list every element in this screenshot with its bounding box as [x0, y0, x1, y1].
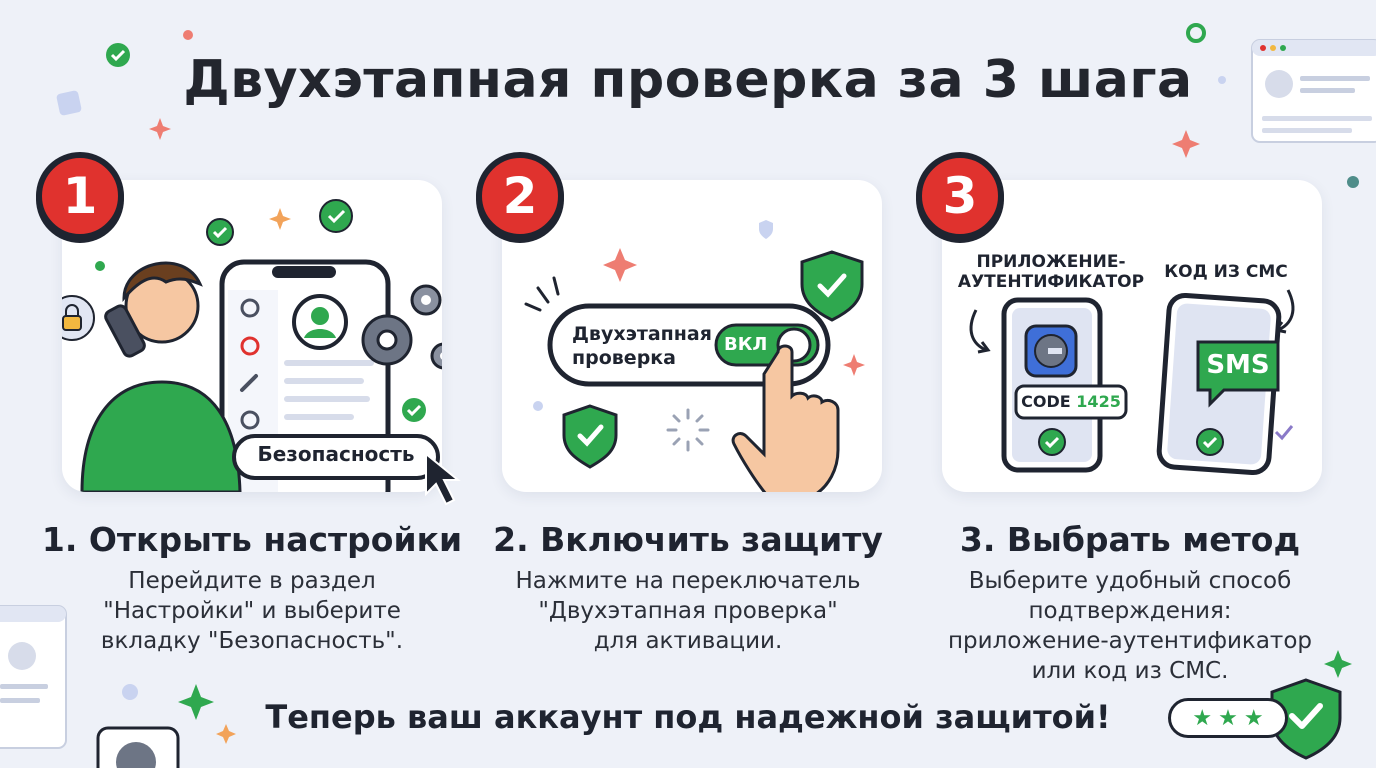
- sparkle-icon: [1324, 650, 1352, 678]
- page-title: Двухэтапная проверка за 3 шага: [183, 50, 1193, 110]
- step-description-line: приложение-аутентификатор: [948, 628, 1312, 654]
- step-description: Выберите удобный способ подтверждения: п…: [910, 566, 1350, 686]
- wrench-icon: [240, 374, 258, 392]
- toggle-label-line: Двухэтапная: [572, 323, 712, 345]
- rating-stars: ★ ★ ★: [1168, 698, 1288, 738]
- step-card-3: ПРИЛОЖЕНИЕ- АУТЕНТИФИКАТОР КОД ИЗ СМС CO…: [942, 180, 1322, 492]
- step-description-line: или код из СМС.: [1031, 658, 1229, 684]
- code-value: 1425: [1076, 392, 1121, 411]
- step-description-line: Выберите удобный способ: [968, 568, 1292, 594]
- sparkle-icon: [216, 724, 236, 744]
- gear-icon: [240, 298, 260, 318]
- sparkle-icon: [603, 248, 637, 282]
- spinner-icon: [666, 408, 710, 452]
- step-description: Перейдите в раздел "Настройки" и выберит…: [32, 566, 472, 656]
- step-description-line: подтверждения:: [1028, 598, 1232, 624]
- shield-icon: [562, 404, 618, 469]
- star-icon: ★: [1243, 705, 1264, 731]
- shield-icon: [800, 250, 864, 322]
- auth-code: CODE 1425: [1016, 392, 1126, 411]
- step-description-line: Нажмите на переключатель: [515, 568, 861, 594]
- step-number-badge: 3: [916, 152, 1004, 240]
- gear-icon: [410, 284, 442, 316]
- toggle-label-line: проверка: [572, 347, 677, 369]
- gear-icon: [430, 342, 442, 370]
- browser-window-deco: [1251, 39, 1376, 143]
- method-illustration: [969, 289, 1295, 476]
- code-prefix: CODE: [1021, 392, 1071, 411]
- step-description-line: вкладку "Безопасность".: [100, 628, 404, 654]
- step-title: 3. Выбрать метод: [959, 520, 1301, 559]
- step-description-line: для активации.: [593, 628, 783, 654]
- step-description-line: Перейдите в раздел: [128, 568, 376, 594]
- gear-icon: [240, 336, 260, 356]
- sparkle-icon: [269, 208, 291, 230]
- two-step-toggle[interactable]: ВКЛ: [724, 334, 768, 355]
- step-card-1: Безопасность: [62, 180, 442, 492]
- cursor-icon: [425, 451, 461, 506]
- star-icon: ★: [1192, 705, 1213, 731]
- step-description-line: "Двухэтапная проверка": [538, 598, 838, 624]
- step-title: 1. Открыть настройки: [41, 520, 463, 559]
- authenticator-label: ПРИЛОЖЕНИЕ- АУТЕНТИФИКАТОР: [956, 252, 1146, 292]
- authenticator-label-line: ПРИЛОЖЕНИЕ-: [976, 252, 1126, 272]
- star-icon: ★: [1218, 705, 1238, 731]
- step-title: 2. Включить защиту: [493, 520, 883, 559]
- square-deco: [56, 90, 82, 116]
- footer-message: Теперь ваш аккаунт под надежной защитой!: [265, 698, 1111, 736]
- sms-bubble-text: SMS: [1206, 350, 1270, 380]
- toggle-label: Двухэтапная проверка: [572, 322, 712, 370]
- check-icon: [319, 199, 353, 233]
- sms-label: КОД ИЗ СМС: [1164, 262, 1288, 282]
- settings-illustration: [62, 199, 442, 492]
- sparkle-icon: [843, 354, 865, 376]
- step-description: Нажмите на переключатель "Двухэтапная пр…: [468, 566, 908, 656]
- sparkle-icon: [178, 684, 214, 720]
- gear-icon: [240, 410, 260, 430]
- sparkle-icon: [149, 118, 171, 140]
- step-number-badge: 2: [476, 152, 564, 240]
- step-card-2: Двухэтапная проверка ВКЛ: [502, 180, 882, 492]
- browser-window-deco: [0, 605, 67, 749]
- toggle-illustration: [524, 220, 865, 492]
- shield-icon: [759, 220, 773, 239]
- step-number-badge: 1: [36, 152, 124, 240]
- authenticator-label-line: АУТЕНТИФИКАТОР: [957, 272, 1145, 292]
- step-description-line: "Настройки" и выберите: [103, 598, 401, 624]
- sparkle-icon: [1172, 130, 1200, 158]
- gear-icon: [361, 314, 413, 366]
- security-menu-item[interactable]: Безопасность: [257, 442, 415, 466]
